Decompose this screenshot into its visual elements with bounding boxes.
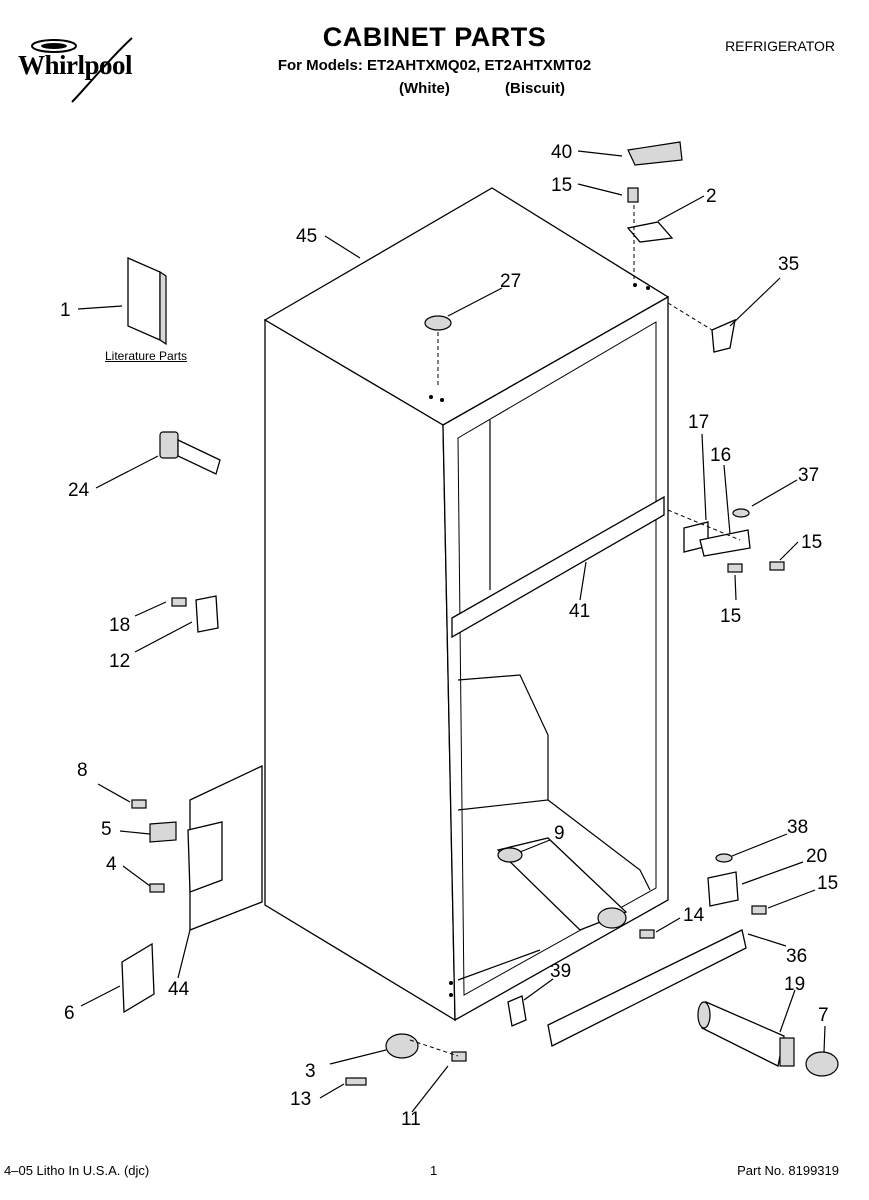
- screw: [171, 597, 187, 607]
- callout-numbers: 40 15 2 45 27 35 1 17 16 37 15 24 15 41 …: [60, 142, 838, 1130]
- screw: [627, 187, 639, 203]
- category-label: REFRIGERATOR: [725, 38, 835, 54]
- callout-2: 2: [706, 186, 717, 207]
- center-hinge: [699, 529, 751, 557]
- hinge-cover-bottom: [121, 942, 155, 1014]
- screw: [639, 929, 655, 939]
- callout-19: 19: [784, 974, 805, 995]
- hinge-cover: [711, 318, 736, 353]
- callout-17: 17: [688, 412, 709, 433]
- callout-1: 1: [60, 300, 71, 321]
- page-number: 1: [430, 1163, 438, 1178]
- callout-36: 36: [786, 946, 807, 967]
- print-info: 4–05 Litho In U.S.A. (djc): [4, 1163, 150, 1178]
- roller-assembly: [385, 1033, 419, 1059]
- callout-3: 3: [305, 1061, 316, 1082]
- leader-lines: [77, 150, 826, 1113]
- screw: [751, 905, 767, 915]
- callout-14: 14: [683, 905, 705, 926]
- top-hinge: [626, 221, 674, 243]
- bracket: [195, 595, 219, 633]
- top-plug: [424, 315, 452, 331]
- callout-37: 37: [798, 465, 819, 486]
- callout-7: 7: [818, 1005, 829, 1026]
- callout-24: 24: [68, 480, 90, 501]
- color-biscuit: (Biscuit): [505, 80, 565, 97]
- top-cap: [627, 141, 683, 166]
- washer: [715, 853, 733, 863]
- screw: [149, 883, 165, 893]
- page-title: CABINET PARTS: [322, 22, 547, 52]
- screw: [451, 1051, 467, 1062]
- model-list: For Models: ET2AHTXMQ02, ET2AHTXMT02: [277, 57, 592, 74]
- screw: [131, 799, 147, 809]
- screw: [727, 563, 743, 573]
- callout-5: 5: [101, 819, 112, 840]
- callout-11: 11: [401, 1109, 421, 1130]
- washer: [732, 508, 750, 518]
- callout-20: 20: [806, 846, 827, 867]
- callout-6: 6: [64, 1003, 75, 1024]
- lower-hinge-bracket: [707, 871, 739, 907]
- screw: [345, 1077, 367, 1086]
- literature-parts-label: Literature Parts: [105, 349, 188, 363]
- hinge: [187, 821, 223, 893]
- callout-15: 15: [720, 606, 741, 627]
- callout-35: 35: [778, 254, 799, 275]
- hinge-cap: [149, 821, 177, 843]
- callout-9: 9: [554, 823, 565, 844]
- callout-39: 39: [550, 961, 571, 982]
- callout-8: 8: [77, 760, 88, 781]
- logo-swirl-icon: [31, 37, 133, 103]
- filter-cap: [805, 1051, 839, 1077]
- water-filter-housing: [496, 837, 628, 931]
- color-white: (White): [399, 80, 450, 97]
- callout-18: 18: [109, 615, 130, 636]
- callout-16: 16: [710, 445, 731, 466]
- callout-13: 13: [290, 1089, 311, 1110]
- whirlpool-logo: Whirlpool: [14, 28, 174, 108]
- callout-4: 4: [106, 854, 117, 875]
- callout-15: 15: [551, 175, 572, 196]
- screw: [769, 561, 785, 571]
- callout-12: 12: [109, 651, 130, 672]
- literature-booklet: [127, 257, 161, 341]
- callout-41: 41: [569, 601, 590, 622]
- clip: [507, 995, 527, 1027]
- callout-15: 15: [801, 532, 822, 553]
- part-number: Part No. 8199319: [737, 1163, 839, 1178]
- callout-40: 40: [551, 142, 572, 163]
- logo-text: Whirlpool: [18, 50, 133, 80]
- callout-27: 27: [500, 271, 521, 292]
- toe-grille: [547, 929, 747, 1047]
- leveling-leg: [159, 431, 221, 475]
- callout-45: 45: [296, 226, 317, 247]
- cabinet-body: [263, 187, 670, 1022]
- callout-44: 44: [168, 979, 190, 1000]
- water-filter: [697, 1001, 795, 1067]
- divider-bar: [451, 495, 665, 639]
- callout-15: 15: [817, 873, 838, 894]
- callout-38: 38: [787, 817, 808, 838]
